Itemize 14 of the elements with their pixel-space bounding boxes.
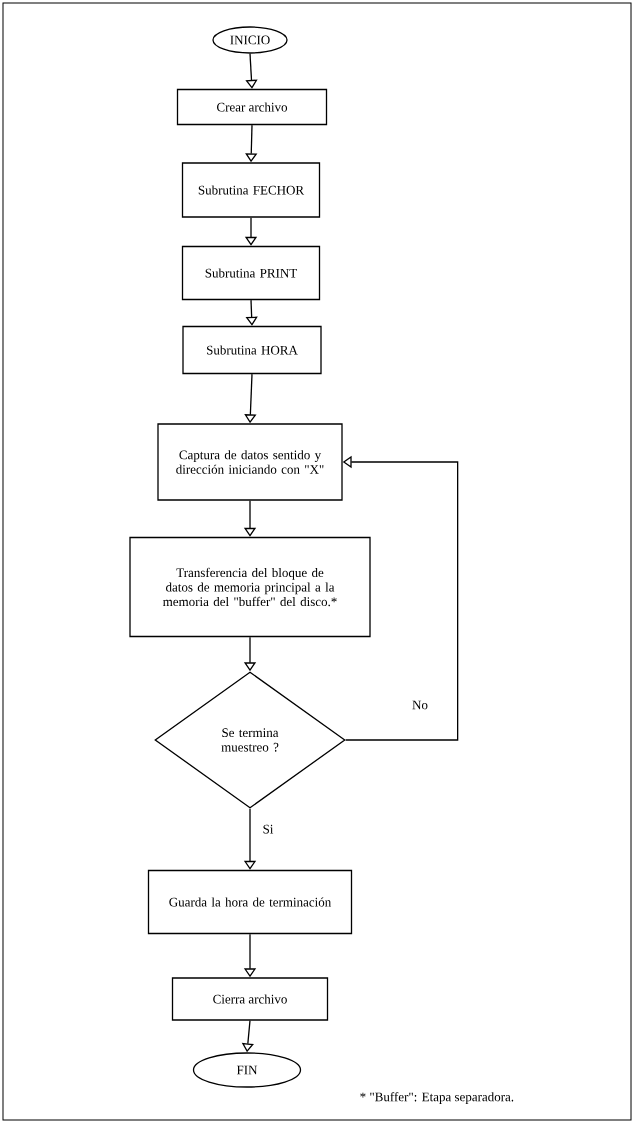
edge-label: Si (261, 823, 275, 835)
process-box: Crear archivo (176, 88, 328, 126)
process-box: Cierra archivo (171, 977, 329, 1021)
process-box: Guarda la hora de terminación (147, 869, 353, 935)
process-box: Transferencia del bloque de datos de memoria principal a la memoria del "buffer" del disco.* (129, 536, 371, 638)
process-box: Subrutina HORA (182, 325, 322, 375)
arrow (245, 53, 258, 89)
terminal-oval: INICIO (212, 26, 288, 54)
footnote: * "Buffer": Etapa separadora. (360, 1092, 514, 1104)
process-box: Captura de datos sentido y dirección iniciando con "X" (157, 423, 343, 501)
process-box: Subrutina PRINT (181, 245, 321, 301)
edge-label: No (411, 699, 429, 711)
terminal-oval: FIN (192, 1052, 302, 1088)
process-box: Subrutina FECHOR (181, 162, 321, 218)
